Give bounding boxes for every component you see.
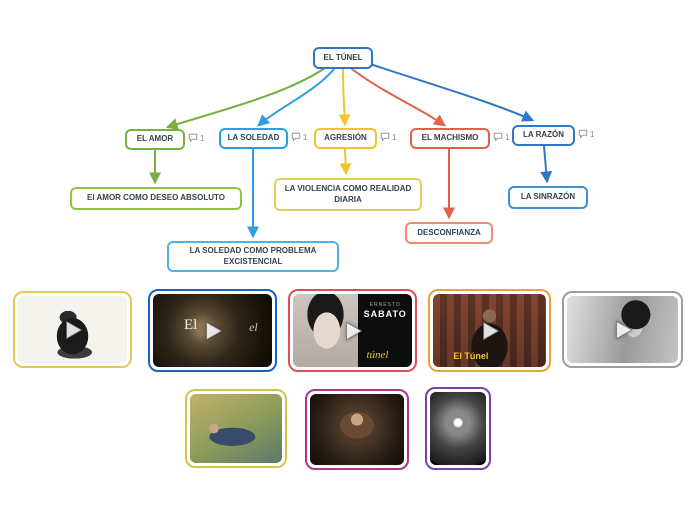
comment-bubble-icon — [493, 132, 503, 142]
node-desconfianza[interactable]: DESCONFIANZA — [405, 222, 493, 244]
node-la-razon[interactable]: LA RAZÓN — [512, 125, 575, 146]
video-preview-image: El Túnel — [433, 294, 546, 367]
painting-image — [190, 394, 282, 463]
node-violencia-realidad-diaria[interactable]: LA VIOLENCIA COMO REALIDAD DIARIA — [274, 178, 422, 211]
play-icon[interactable] — [293, 294, 412, 367]
node-label: DESCONFIANZA — [417, 227, 481, 237]
node-label: EL MACHISMO — [421, 133, 479, 143]
node-amor-deseo-absoluto[interactable]: El AMOR COMO DESEO ABSOLUTO — [70, 187, 242, 210]
play-icon[interactable] — [567, 296, 678, 363]
node-agresion[interactable]: AGRESIÓN — [314, 128, 377, 149]
comment-count: 1 — [590, 129, 595, 139]
overlay-text: El — [183, 317, 198, 334]
tunnel-image — [430, 392, 486, 465]
node-label: LA SOLEDAD — [227, 133, 280, 143]
image-attachment-tunnel-photo[interactable] — [425, 387, 491, 470]
video-preview-image: ERNESTO SABATO túnel — [293, 294, 412, 367]
video-preview-image — [18, 296, 127, 363]
node-label: LA SOLEDAD COMO PROBLEMA EXCISTENCIAL — [189, 246, 317, 266]
video-preview-image: El el — [153, 294, 272, 367]
node-label: EL AMOR — [136, 134, 174, 144]
painting-image — [310, 394, 404, 465]
node-el-machismo[interactable]: EL MACHISMO — [410, 128, 490, 149]
comment-bubble-icon — [380, 132, 390, 142]
video-thumbnail-sabato-book[interactable]: ERNESTO SABATO túnel — [288, 289, 417, 372]
node-la-soledad[interactable]: LA SOLEDAD — [219, 128, 288, 149]
comment-badge-el-amor[interactable]: 1 — [188, 133, 204, 143]
comment-count: 1 — [392, 132, 397, 142]
cover-title: túnel — [366, 349, 389, 361]
video-preview-image — [567, 296, 678, 363]
comment-badge-la-soledad[interactable]: 1 — [291, 132, 307, 142]
node-soledad-problema-existencial[interactable]: LA SOLEDAD COMO PROBLEMA EXCISTENCIAL — [167, 241, 339, 272]
video-thumbnail-presenter[interactable]: El Túnel — [428, 289, 551, 372]
overlay-text: el — [249, 320, 258, 335]
cover-author-first: ERNESTO — [369, 302, 401, 308]
comment-badge-agresion[interactable]: 1 — [380, 132, 396, 142]
node-label: EL TÚNEL — [323, 52, 363, 62]
book-cover-image: ERNESTO SABATO túnel — [358, 294, 412, 367]
video-thumbnail-sketch[interactable] — [13, 291, 132, 368]
node-label: LA RAZÓN — [522, 130, 565, 140]
comment-badge-la-razon[interactable]: 1 — [578, 129, 594, 139]
node-label: LA SINRAZÓN — [520, 192, 576, 202]
overlay-title: El Túnel — [453, 351, 489, 362]
node-el-amor[interactable]: EL AMOR — [125, 129, 185, 150]
comment-count: 1 — [505, 132, 510, 142]
image-attachment-lying-figure[interactable] — [185, 389, 287, 468]
comment-count: 1 — [303, 132, 308, 142]
play-icon[interactable] — [433, 294, 546, 367]
image-attachment-desperate-man[interactable] — [305, 389, 409, 470]
node-label: LA VIOLENCIA COMO REALIDAD DIARIA — [284, 184, 412, 204]
node-label: AGRESIÓN — [324, 133, 367, 143]
node-el-tunel[interactable]: EL TÚNEL — [313, 47, 373, 69]
video-thumbnail-bw-film[interactable] — [562, 291, 683, 368]
play-icon[interactable] — [153, 294, 272, 367]
comment-bubble-icon — [188, 133, 198, 143]
comment-badge-el-machismo[interactable]: 1 — [493, 132, 509, 142]
play-icon[interactable] — [18, 296, 127, 363]
comment-count: 1 — [200, 133, 205, 143]
comment-bubble-icon — [578, 129, 588, 139]
cover-author-last: SABATO — [363, 309, 407, 319]
node-la-sinrazon[interactable]: LA SINRAZÓN — [508, 186, 588, 209]
comment-bubble-icon — [291, 132, 301, 142]
node-label: El AMOR COMO DESEO ABSOLUTO — [87, 193, 225, 203]
video-thumbnail-tunnel[interactable]: El el — [148, 289, 277, 372]
